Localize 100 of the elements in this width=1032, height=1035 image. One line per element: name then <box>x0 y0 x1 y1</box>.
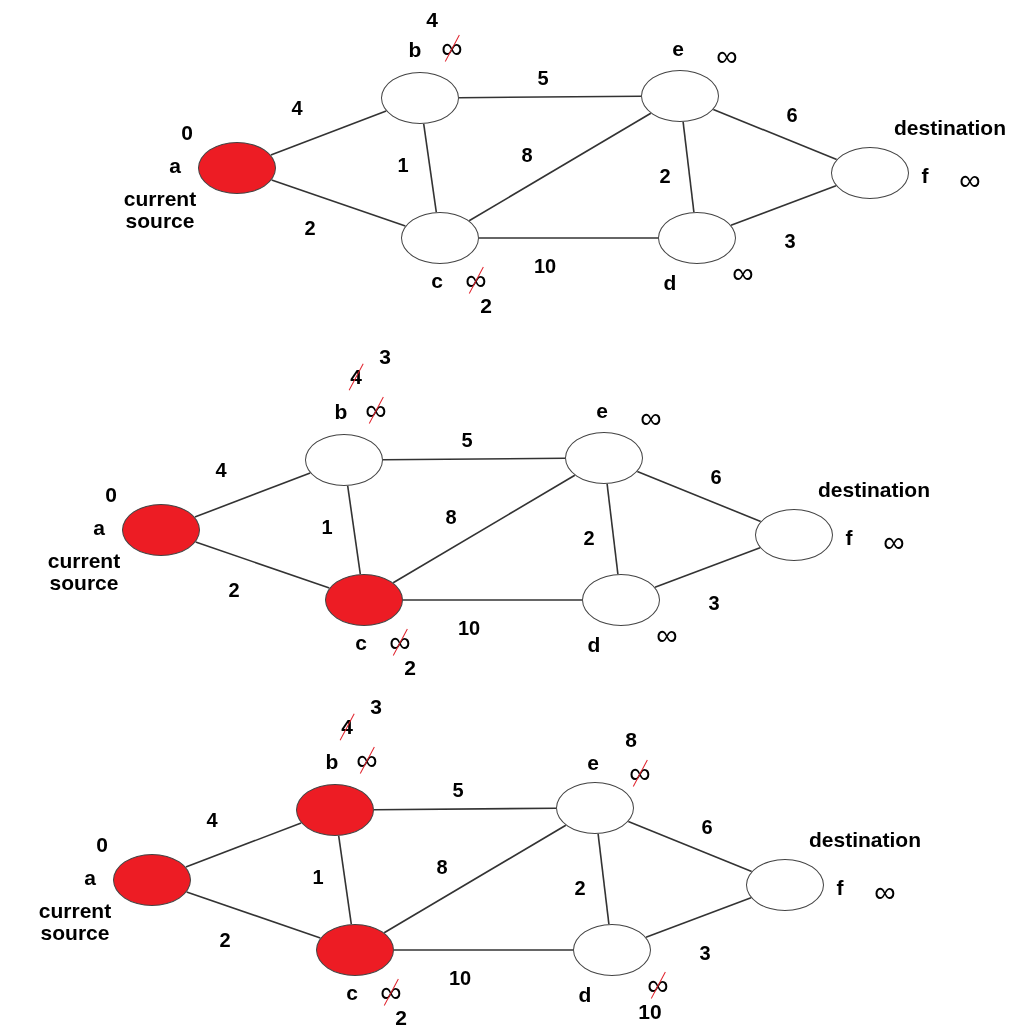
node-annotation: current source <box>37 899 113 945</box>
edge-weight: 5 <box>461 430 473 450</box>
visited-node-ellipse <box>325 574 403 626</box>
edge-weight: 5 <box>452 780 464 800</box>
edge-line <box>645 896 752 939</box>
node-ellipse <box>641 70 719 122</box>
edge-weight: 2 <box>583 528 595 548</box>
visited-node-ellipse <box>296 784 374 836</box>
node-annotation: e <box>672 38 684 60</box>
node-annotation: 8 <box>625 729 637 751</box>
node-annotation: 0 <box>105 484 117 506</box>
node-ellipse <box>746 859 824 911</box>
edge-line <box>478 237 659 239</box>
edge-line <box>627 820 753 873</box>
node-annotation: e <box>587 752 599 774</box>
edge-weight: 2 <box>304 218 316 238</box>
edge-weight: 6 <box>710 467 722 487</box>
node-ellipse <box>831 147 909 199</box>
edge-line <box>373 807 557 811</box>
edge-line <box>730 184 837 227</box>
node-annotation: destination <box>818 479 930 501</box>
node-annotation: ∞ <box>716 40 738 72</box>
node-ellipse <box>305 434 383 486</box>
node-annotation: a <box>84 867 96 889</box>
struck-distance-value: ∞ <box>356 744 378 776</box>
node-annotation: current source <box>46 549 122 595</box>
struck-distance-value: 4 <box>341 716 353 738</box>
edge-weight: 10 <box>448 968 472 988</box>
edge-weight: 6 <box>701 817 713 837</box>
edge-weight: 10 <box>533 256 557 276</box>
edge-line <box>636 470 762 523</box>
node-annotation: f <box>836 877 844 899</box>
edge-weight: 1 <box>321 517 333 537</box>
edge-line <box>194 472 311 518</box>
struck-distance-value: ∞ <box>380 976 402 1008</box>
edge-weight: 3 <box>699 943 711 963</box>
edge-line <box>597 833 610 925</box>
edge-weight: 3 <box>784 231 796 251</box>
visited-node-ellipse <box>316 924 394 976</box>
node-ellipse <box>573 924 651 976</box>
node-annotation: ∞ <box>959 164 981 196</box>
edge-line <box>337 835 353 925</box>
edge-weight: 4 <box>291 98 303 118</box>
struck-distance-value: ∞ <box>465 264 487 296</box>
edge-line <box>458 95 642 99</box>
edge-line <box>606 483 619 575</box>
edge-weight: 8 <box>521 145 533 165</box>
node-annotation: 0 <box>96 834 108 856</box>
node-annotation: c <box>346 982 358 1004</box>
edge-line <box>382 457 566 461</box>
node-annotation: ∞ <box>732 257 754 289</box>
visited-node-ellipse <box>122 504 200 556</box>
edge-line <box>185 822 302 868</box>
struck-distance-value: ∞ <box>441 32 463 64</box>
node-annotation: f <box>921 165 929 187</box>
edge-weight: 2 <box>228 580 240 600</box>
node-annotation: 2 <box>480 295 492 317</box>
node-annotation: b <box>325 751 339 773</box>
node-annotation: destination <box>894 117 1006 139</box>
node-annotation: 3 <box>379 346 391 368</box>
node-ellipse <box>582 574 660 626</box>
edge-weight: 6 <box>786 105 798 125</box>
node-annotation: 2 <box>404 657 416 679</box>
edge-line <box>270 110 387 156</box>
edge-weight: 8 <box>445 507 457 527</box>
edge-weight: 10 <box>457 618 481 638</box>
node-annotation: ∞ <box>883 526 905 558</box>
node-ellipse <box>381 72 459 124</box>
node-annotation: 0 <box>181 122 193 144</box>
edge-line <box>422 123 438 213</box>
node-annotation: d <box>587 634 601 656</box>
edge-weight: 3 <box>708 593 720 613</box>
visited-node-ellipse <box>198 142 276 194</box>
edge-weight: 2 <box>659 166 671 186</box>
node-annotation: c <box>355 632 367 654</box>
edge-weight: 8 <box>436 857 448 877</box>
node-annotation: b <box>334 401 348 423</box>
struck-distance-value: ∞ <box>647 969 669 1001</box>
edge-weight: 2 <box>219 930 231 950</box>
node-ellipse <box>755 509 833 561</box>
edge-line <box>712 108 838 161</box>
edge-weight: 1 <box>397 155 409 175</box>
edge-line <box>654 546 761 589</box>
edge-line <box>682 121 695 213</box>
node-annotation: destination <box>809 829 921 851</box>
struck-distance-value: ∞ <box>389 626 411 658</box>
node-annotation: ∞ <box>640 402 662 434</box>
edge-weight: 4 <box>206 810 218 830</box>
edge-line <box>346 485 362 575</box>
node-annotation: d <box>578 984 592 1006</box>
edge-weight: 1 <box>312 867 324 887</box>
node-ellipse <box>401 212 479 264</box>
struck-distance-value: ∞ <box>629 757 651 789</box>
node-annotation: d <box>663 272 677 294</box>
node-ellipse <box>658 212 736 264</box>
node-annotation: 4 <box>426 9 438 31</box>
node-ellipse <box>556 782 634 834</box>
node-annotation: a <box>169 155 181 177</box>
edge-weight: 2 <box>574 878 586 898</box>
edge-line <box>402 599 583 601</box>
